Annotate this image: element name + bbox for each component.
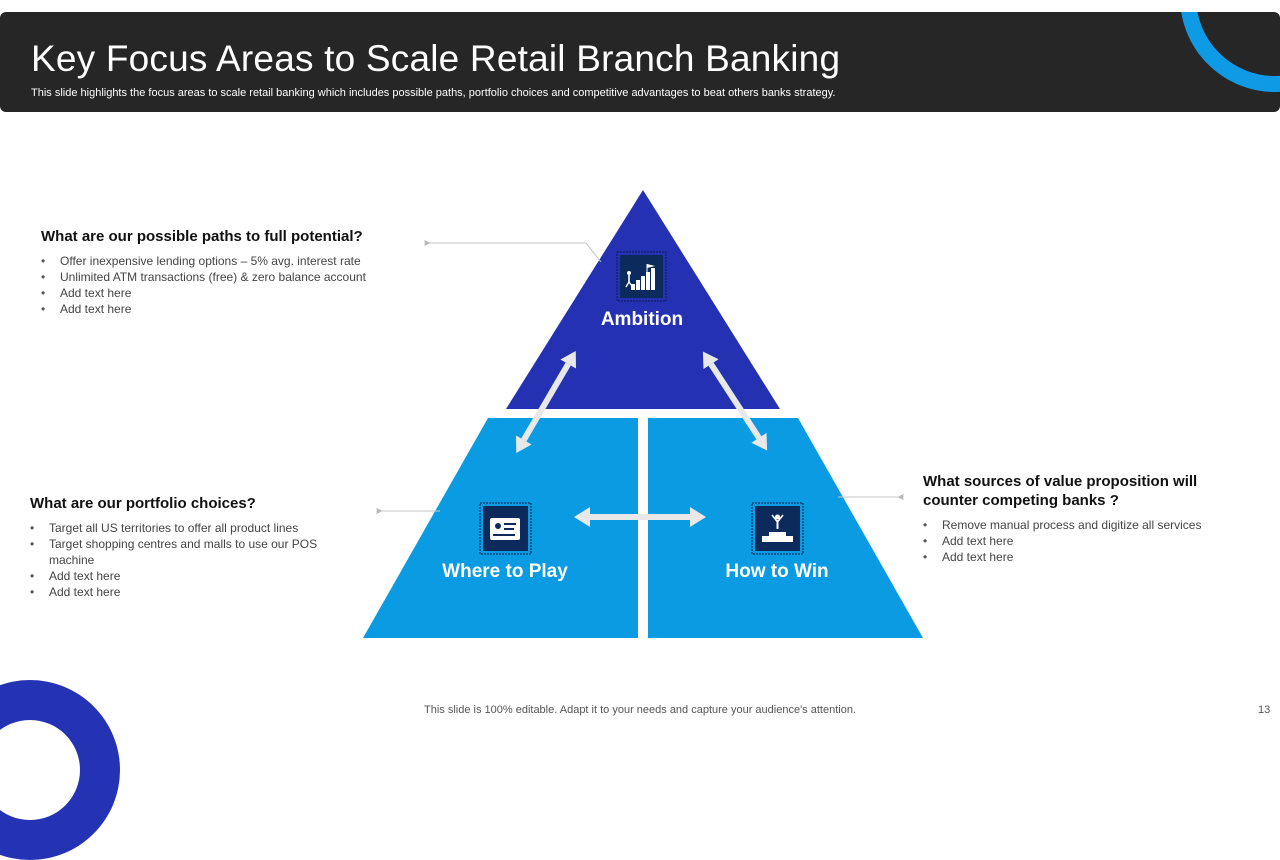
list-item: Target all US territories to offer all p… [30,520,330,536]
page-number: 13 [1258,704,1271,716]
list-item: Remove manual process and digitize all s… [923,517,1243,533]
stairs-flag-icon [616,251,667,302]
block-portfolio-choices: What are our portfolio choices? Target a… [30,494,330,600]
list-item: Add text here [41,285,421,301]
block-heading: What sources of value proposition will c… [923,473,1198,509]
list-item: Add text here [41,301,421,317]
podium-winner-icon [751,502,804,555]
pyramid-label-how-to-win: How to Win [725,561,828,582]
list-item: Target shopping centres and malls to use… [30,536,330,568]
block-possible-paths: What are our possible paths to full pote… [41,227,421,317]
id-card-icon [479,502,532,555]
pyramid-top-tier [506,190,780,409]
block-heading: What are our portfolio choices? [30,495,256,512]
list-item: Add text here [30,584,330,600]
list-item: Add text here [923,533,1243,549]
bullet-list: Target all US territories to offer all p… [30,520,330,600]
page-subtitle: This slide highlights the focus areas to… [31,87,836,99]
block-heading: What are our possible paths to full pote… [41,228,363,245]
list-item: Offer inexpensive lending options – 5% a… [41,253,421,269]
bullet-list: Offer inexpensive lending options – 5% a… [41,253,421,317]
block-value-proposition: What sources of value proposition will c… [923,472,1243,565]
pyramid-diagram: Ambition Where to Play How to Win [363,190,923,638]
list-item: Unlimited ATM transactions (free) & zero… [41,269,421,285]
pyramid-label-ambition: Ambition [601,309,683,330]
list-item: Add text here [30,568,330,584]
footer-note: This slide is 100% editable. Adapt it to… [424,704,856,716]
bullet-list: Remove manual process and digitize all s… [923,517,1243,565]
pyramid-label-where-to-play: Where to Play [442,561,568,582]
double-arrow-horizontal [574,507,706,527]
connector-top [424,240,602,263]
double-arrow-right-diagonal [702,351,768,451]
header-bar: Key Focus Areas to Scale Retail Branch B… [0,12,1280,112]
double-arrow-left-diagonal [516,351,576,453]
list-item: Add text here [923,549,1243,565]
page-title: Key Focus Areas to Scale Retail Branch B… [31,38,841,79]
